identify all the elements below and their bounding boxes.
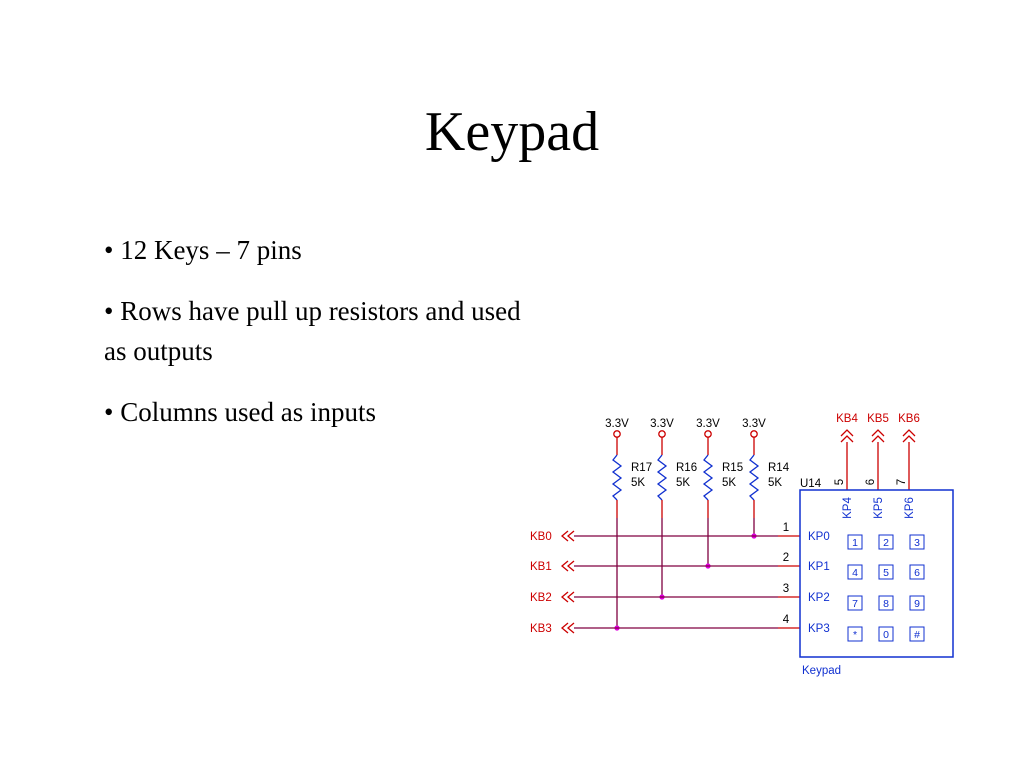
- row-port-arrow: [560, 591, 569, 603]
- key-label: *: [853, 629, 857, 641]
- row-net-label: KB2: [530, 592, 552, 604]
- key-label: 2: [883, 537, 889, 549]
- row-net-label: KB1: [530, 561, 552, 573]
- bullet-list: • 12 Keys – 7 pins • Rows have pull up r…: [104, 230, 524, 453]
- supply-terminal: [613, 430, 621, 438]
- column-port-arrow: [902, 435, 916, 443]
- supply-terminal: [750, 430, 758, 438]
- column-port-arrow: [902, 429, 916, 437]
- resistor-ref: R14: [768, 462, 790, 474]
- resistor-symbol: [611, 454, 623, 501]
- key-box: [847, 564, 863, 580]
- row-port-arrow: [566, 622, 575, 634]
- resistor-ref: R16: [676, 462, 697, 474]
- resistor-value: 5K: [631, 477, 645, 489]
- supply-terminal: [704, 430, 712, 438]
- key-label: 3: [914, 537, 920, 549]
- resistor-value: 5K: [676, 477, 690, 489]
- row-port-arrow: [560, 622, 569, 634]
- row-pin-name: KP1: [808, 561, 830, 573]
- key-label: 8: [883, 598, 889, 610]
- row-pin-number: 3: [783, 583, 789, 595]
- column-port-arrow: [871, 429, 885, 437]
- resistor-symbol: [656, 454, 668, 501]
- key-box: [909, 626, 925, 642]
- key-label: 6: [914, 567, 920, 579]
- key-box: [909, 534, 925, 550]
- key-label: 1: [852, 537, 858, 549]
- row-net-label: KB3: [530, 623, 552, 635]
- resistor-symbol: [748, 454, 760, 501]
- supply-label: 3.3V: [742, 418, 766, 430]
- column-pin-number: 6: [865, 479, 877, 485]
- column-net-label: KB4: [836, 413, 858, 425]
- key-label: #: [914, 629, 920, 641]
- column-port-arrow: [840, 435, 854, 443]
- keypad-body: [799, 489, 954, 658]
- row-port-arrow: [560, 530, 569, 542]
- part-reference: U14: [800, 478, 822, 490]
- key-box: [847, 534, 863, 550]
- column-port-arrow: [840, 429, 854, 437]
- bullet-item-rows: • Rows have pull up resistors and used a…: [104, 296, 521, 366]
- row-pin-name: KP3: [808, 623, 830, 635]
- row-port-arrow: [560, 560, 569, 572]
- column-pin-name: KP5: [873, 497, 885, 519]
- key-box: [847, 626, 863, 642]
- row-port-arrow: [566, 591, 575, 603]
- key-label: 0: [883, 629, 889, 641]
- row-port-arrow: [566, 560, 575, 572]
- slide-title: Keypad: [424, 101, 600, 163]
- resistor-value: 5K: [722, 477, 736, 489]
- resistor-ref: R17: [631, 462, 652, 474]
- resistor-ref: R15: [722, 462, 743, 474]
- resistor-value: 5K: [768, 477, 782, 489]
- supply-terminal: [658, 430, 666, 438]
- key-box: [909, 564, 925, 580]
- key-label: 9: [914, 598, 920, 610]
- bullet-item-keys: • 12 Keys – 7 pins: [104, 235, 302, 265]
- column-net-label: KB6: [898, 413, 920, 425]
- key-box: [878, 564, 894, 580]
- column-pin-number: 5: [834, 479, 846, 485]
- supply-label: 3.3V: [650, 418, 674, 430]
- key-box: [878, 626, 894, 642]
- column-net-label: KB5: [867, 413, 889, 425]
- key-box: [847, 595, 863, 611]
- key-box: [878, 534, 894, 550]
- column-pin-name: KP6: [904, 497, 916, 519]
- column-pin-number: 7: [896, 479, 908, 485]
- bullet-item-columns: • Columns used as inputs: [104, 397, 376, 427]
- supply-label: 3.3V: [696, 418, 720, 430]
- row-pin-number: 4: [783, 614, 790, 626]
- row-port-arrow: [566, 530, 575, 542]
- row-pin-name: KP0: [808, 531, 830, 543]
- key-label: 7: [852, 598, 858, 610]
- row-net-label: KB0: [530, 531, 552, 543]
- column-port-arrow: [871, 435, 885, 443]
- part-name: Keypad: [802, 665, 841, 677]
- resistor-symbol: [702, 454, 714, 501]
- key-label: 4: [852, 567, 858, 579]
- key-box: [878, 595, 894, 611]
- row-pin-number: 2: [783, 552, 789, 564]
- row-pin-number: 1: [783, 522, 789, 534]
- supply-label: 3.3V: [605, 418, 629, 430]
- key-label: 5: [883, 567, 889, 579]
- key-box: [909, 595, 925, 611]
- row-pin-name: KP2: [808, 592, 830, 604]
- column-pin-name: KP4: [842, 497, 854, 519]
